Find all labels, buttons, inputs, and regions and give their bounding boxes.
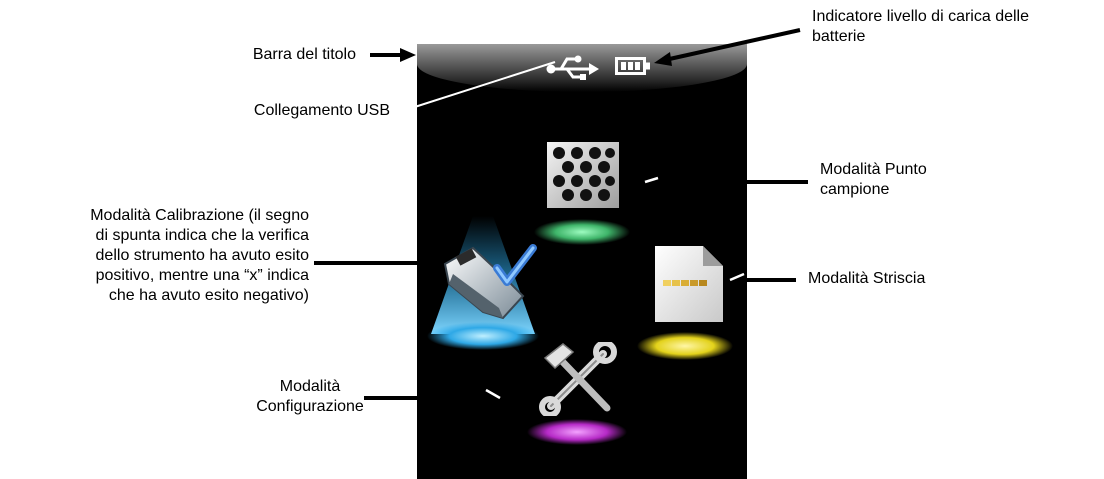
battery-icon — [615, 57, 650, 75]
callout-config-line2: Configurazione — [256, 398, 364, 415]
config-mode-button[interactable] — [517, 340, 637, 448]
callout-calibration-line1: Modalità Calibrazione (il segno — [90, 207, 309, 224]
callout-usb-text: Collegamento USB — [253, 102, 390, 119]
strip-mode-button[interactable] — [635, 234, 743, 364]
callout-spot-line1: Modalità Punto — [820, 161, 927, 178]
usb-icon — [546, 55, 599, 80]
callout-calibration-line3: dello strumento ha avuto esito — [95, 247, 309, 264]
strip-glow — [637, 332, 733, 360]
leader-usb — [395, 61, 556, 114]
callout-calibration: Modalità Calibrazione (il segno di spunt… — [4, 206, 309, 306]
callout-config: Modalità Configurazione — [200, 377, 420, 417]
callout-calibration-line5: che ha avuto esito negativo) — [108, 287, 309, 304]
strip-mode-icon — [655, 246, 723, 322]
callout-spot-line2: campione — [820, 181, 890, 198]
callout-title-bar: Barra del titolo — [160, 45, 356, 65]
callout-usb: Collegamento USB — [190, 101, 390, 121]
callout-spot: Modalità Punto campione — [820, 160, 1020, 200]
calibration-mode-button[interactable] — [423, 212, 553, 354]
tools-icon — [539, 342, 617, 416]
callout-config-line1: Modalità — [279, 378, 341, 395]
callout-battery: Indicatore livello di carica delle batte… — [812, 7, 1102, 47]
callout-strip-text: Modalità Striscia — [808, 270, 926, 287]
device-screen — [417, 44, 747, 479]
callout-battery-line1: Indicatore livello di carica delle — [812, 8, 1029, 25]
spot-mode-icon — [547, 142, 619, 208]
callout-calibration-line2: di spunta indica che la verifica — [95, 227, 309, 244]
callout-title-bar-text: Barra del titolo — [252, 46, 356, 63]
callout-strip: Modalità Striscia — [808, 269, 1008, 289]
config-glow — [527, 419, 627, 445]
spot-glow — [534, 219, 630, 245]
calibration-icon — [443, 244, 537, 320]
callout-battery-line2: batterie — [812, 28, 866, 45]
callout-calibration-line4: positivo, mentre una “x” indica — [95, 267, 309, 284]
arrow-battery — [664, 28, 801, 62]
spot-mode-button[interactable] — [527, 136, 637, 248]
